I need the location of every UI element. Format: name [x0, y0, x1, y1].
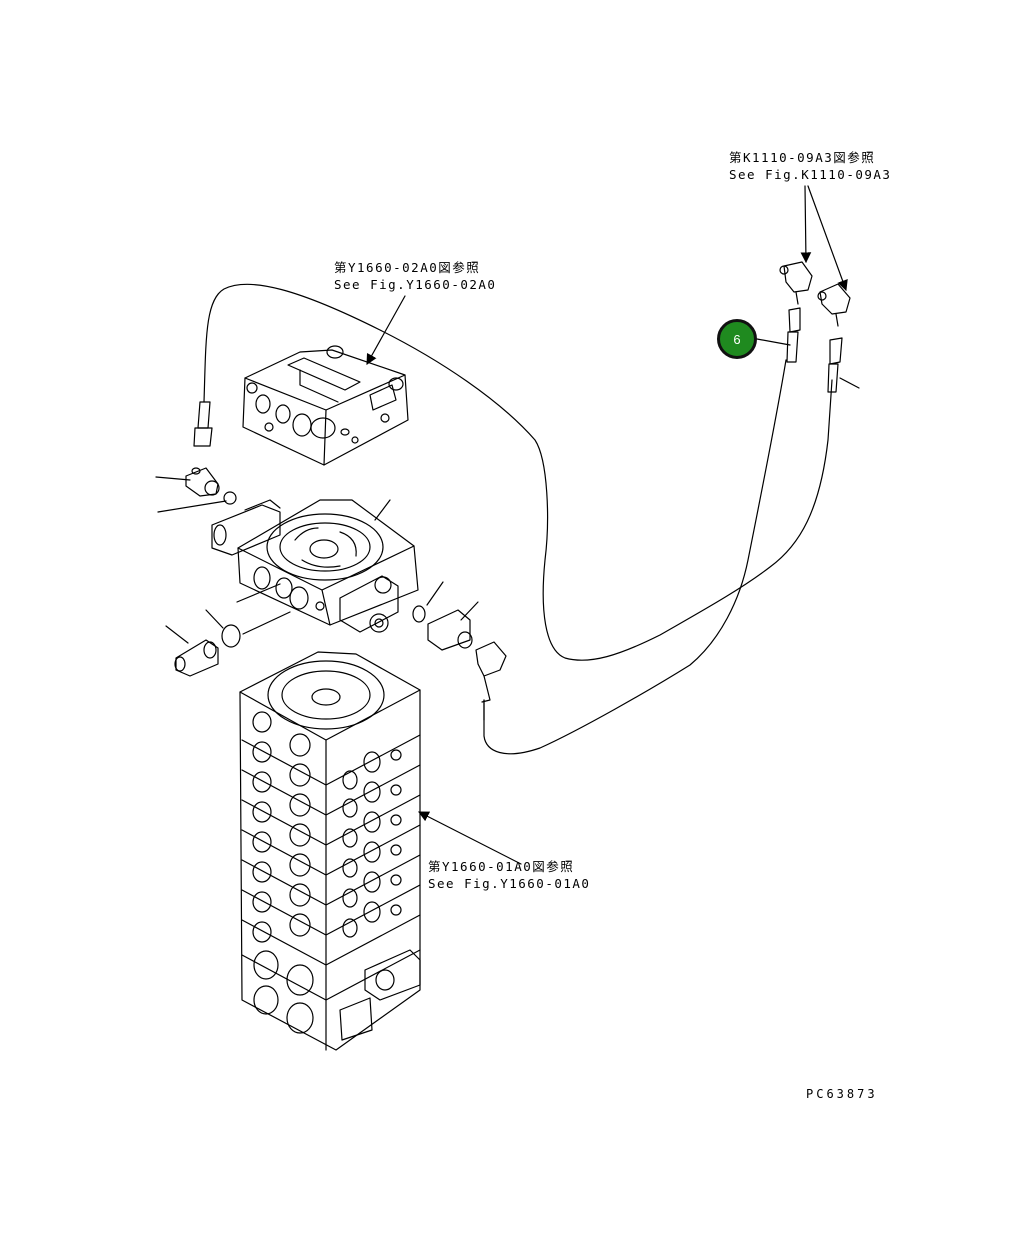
ref-label-en: See Fig.Y1660-01A0: [428, 876, 591, 891]
callout-6[interactable]: 6: [717, 319, 757, 359]
hose-right-down: [483, 359, 787, 755]
left-fittings: [174, 401, 241, 677]
ref-label-k1110-09a3: 第K1110-09A3図参照 See Fig.K1110-09A3: [729, 149, 891, 183]
top-right-fittings: [779, 261, 851, 393]
leader-mid-1: [374, 499, 391, 521]
ref-label-jp: 第Y1660-02A0図参照: [334, 260, 481, 275]
main-control-valve-stack: [239, 651, 421, 1051]
callout-number: 6: [733, 331, 741, 347]
drawing-id: PC63873: [806, 1087, 878, 1101]
leader-callout-6: [756, 338, 791, 346]
middle-valve-block: [211, 499, 419, 633]
leader-y1660-01a0: [418, 811, 522, 865]
leader-left-6: [242, 611, 291, 635]
leader-y1660-02a0: [366, 295, 406, 365]
ref-label-en: See Fig.K1110-09A3: [729, 167, 892, 182]
ref-label-en: See Fig.Y1660-02A0: [334, 277, 497, 292]
leader-left-3: [165, 625, 189, 644]
ref-label-y1660-02a0: 第Y1660-02A0図参照 See Fig.Y1660-02A0: [334, 259, 496, 293]
ref-label-y1660-01a0: 第Y1660-01A0図参照 See Fig.Y1660-01A0: [428, 858, 590, 892]
upper-valve-block: [242, 345, 409, 466]
leader-left-5: [236, 583, 281, 603]
ref-label-jp: 第K1110-09A3図参照: [729, 150, 876, 165]
leader-right-hose: [839, 377, 860, 389]
leader-left-2: [157, 500, 227, 513]
leader-k1110-a: [800, 185, 812, 264]
leader-mid-3: [460, 601, 479, 621]
leader-left-4: [205, 609, 224, 629]
hose-long-loop: [203, 283, 833, 661]
right-fittings: [412, 605, 507, 721]
leader-left-1: [155, 476, 191, 481]
leader-mid-2: [426, 581, 444, 606]
leader-k1110-b: [807, 185, 848, 292]
ref-label-jp: 第Y1660-01A0図参照: [428, 859, 575, 874]
